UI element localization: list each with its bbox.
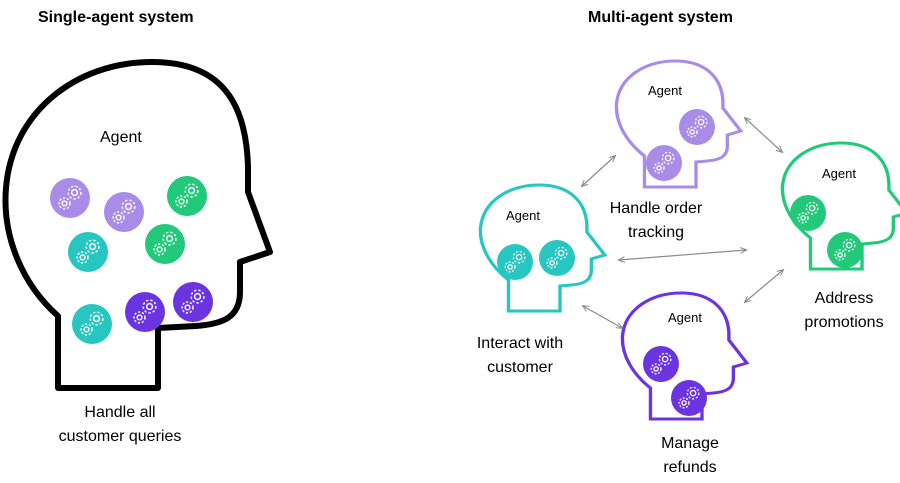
single-agent-head bbox=[2, 59, 273, 391]
agent-promotions-label: Agent bbox=[822, 166, 856, 181]
agent-order-caption-line1: Handle order bbox=[610, 200, 703, 217]
double-arrow-icon bbox=[745, 270, 783, 302]
gears-icon bbox=[167, 176, 207, 216]
single-agent-gear-bubbles bbox=[50, 176, 213, 344]
agent-order-gears bbox=[646, 109, 715, 181]
gears-icon bbox=[827, 232, 863, 268]
agent-customer-gears bbox=[497, 240, 575, 280]
gears-icon bbox=[497, 244, 533, 280]
agent-refunds-caption-line2: refunds bbox=[663, 459, 716, 476]
agent-customer-caption-line1: Interact with bbox=[477, 335, 563, 352]
single-agent-caption-line1: Handle all bbox=[84, 404, 155, 421]
gears-icon bbox=[643, 346, 679, 382]
gears-icon bbox=[125, 292, 165, 332]
gears-icon bbox=[104, 192, 144, 232]
agent-order-label: Agent bbox=[648, 83, 682, 98]
agent-refunds-gears bbox=[643, 346, 707, 416]
single-agent-caption-line2: customer queries bbox=[59, 428, 182, 445]
agent-customer-caption-line2: customer bbox=[487, 359, 553, 376]
gears-icon bbox=[539, 240, 575, 276]
gears-icon bbox=[145, 224, 185, 264]
agent-refunds-caption-line1: Manage bbox=[661, 435, 719, 452]
multi-agent-title: Multi-agent system bbox=[588, 9, 733, 26]
single-agent-label: Agent bbox=[100, 129, 142, 146]
agent-order-caption-line2: tracking bbox=[628, 224, 684, 241]
gears-icon bbox=[72, 304, 112, 344]
agent-promotions-caption-line2: promotions bbox=[804, 314, 883, 331]
gears-icon bbox=[790, 195, 826, 231]
agent-promotions-caption-line1: Address bbox=[815, 290, 874, 307]
double-arrow-icon bbox=[745, 118, 782, 152]
double-arrow-icon bbox=[619, 250, 746, 260]
gears-icon bbox=[671, 380, 707, 416]
double-arrow-icon bbox=[583, 306, 622, 328]
double-arrow-icon bbox=[582, 156, 615, 186]
gears-icon bbox=[68, 232, 108, 272]
agent-promotions-gears bbox=[790, 195, 863, 268]
gears-icon bbox=[173, 282, 213, 322]
agent-refunds-label: Agent bbox=[668, 310, 702, 325]
gears-icon bbox=[679, 109, 715, 145]
gears-icon bbox=[50, 178, 90, 218]
gears-icon bbox=[646, 145, 682, 181]
agent-customer-label: Agent bbox=[506, 208, 540, 223]
single-agent-title: Single-agent system bbox=[38, 9, 194, 26]
